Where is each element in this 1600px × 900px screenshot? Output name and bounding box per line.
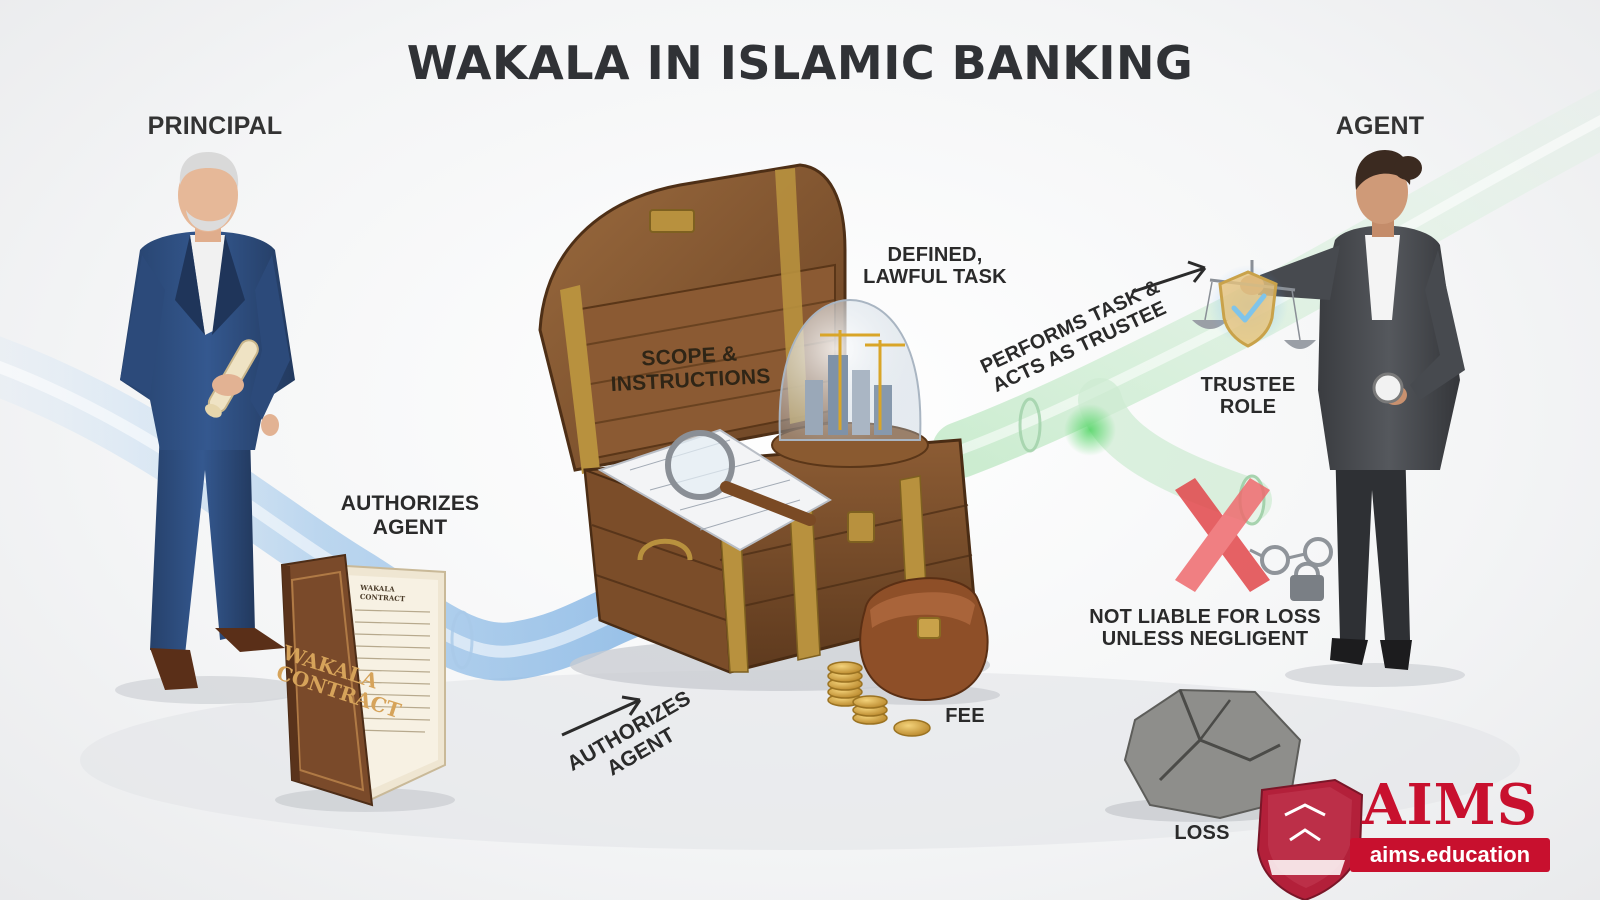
authorizes-agent-label: AUTHORIZES AGENT — [340, 492, 480, 539]
coin-stacks — [827, 661, 931, 737]
loss-label: LOSS — [1174, 822, 1230, 844]
aims-logo-text: AIMS — [1362, 772, 1539, 838]
wakala-contract-book — [275, 553, 455, 812]
agent-figure — [1240, 150, 1465, 687]
arrow-right-up-icon — [1131, 260, 1207, 294]
padlock-icon — [1290, 561, 1324, 601]
principal-label: PRINCIPAL — [147, 112, 283, 140]
fee-label: FEE — [945, 705, 985, 727]
red-x-icon — [1175, 478, 1270, 592]
aims-logo-icon — [1256, 778, 1364, 900]
agent-label: AGENT — [1335, 112, 1425, 140]
arrow-up-right-icon — [561, 695, 642, 737]
page-title: WAKALA IN ISLAMIC BANKING — [406, 36, 1194, 90]
handcuffs-icon — [1249, 537, 1333, 575]
principal-figure — [115, 152, 305, 704]
aims-website-url[interactable]: aims.education — [1350, 838, 1550, 872]
glass-dome-city — [771, 298, 929, 468]
trustee-role-label: TRUSTEE ROLE — [1200, 374, 1296, 419]
defined-task-label: DEFINED, LAWFUL TASK — [863, 244, 1007, 289]
shield-check-icon — [1208, 265, 1288, 348]
scope-instructions-label: SCOPE & INSTRUCTIONS — [610, 342, 772, 396]
not-liable-label: NOT LIABLE FOR LOSS UNLESS NEGLIGENT — [1089, 606, 1321, 651]
